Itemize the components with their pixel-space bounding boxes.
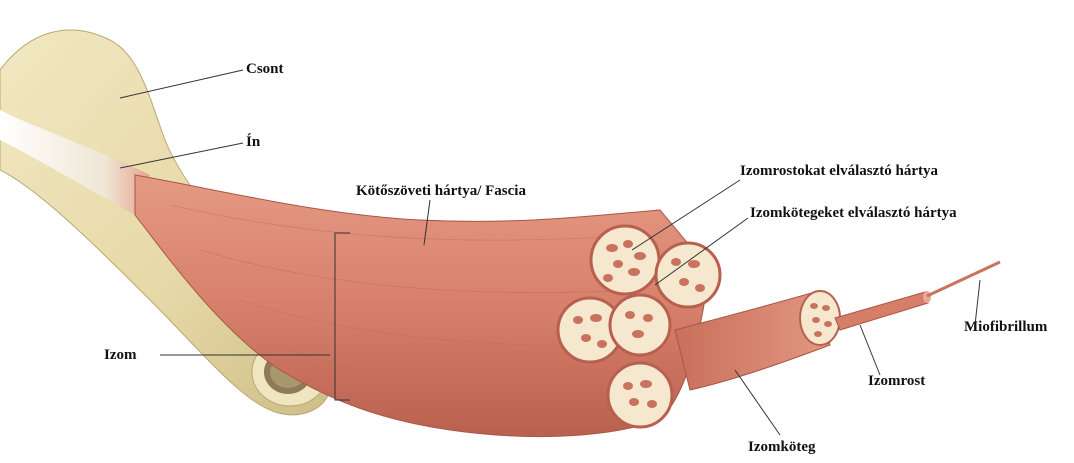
- label-muscle: Izom: [104, 346, 137, 364]
- myofibril-shape: [927, 262, 1000, 296]
- label-fascia: Kötőszöveti hártya/ Fascia: [356, 182, 526, 200]
- label-myofibril: Miofibrillum: [964, 318, 1047, 336]
- label-perimysium: Izomkötegeket elválasztó hártya: [750, 204, 957, 222]
- label-fascicle: Izomköteg: [748, 438, 816, 456]
- label-muscle-fiber: Izomrost: [868, 372, 925, 390]
- label-endomysium: Izomrostokat elválasztó hártya: [740, 162, 938, 180]
- label-tendon: Ín: [246, 133, 260, 151]
- label-bone: Csont: [246, 60, 284, 78]
- muscle-fiber-shape: [835, 292, 928, 330]
